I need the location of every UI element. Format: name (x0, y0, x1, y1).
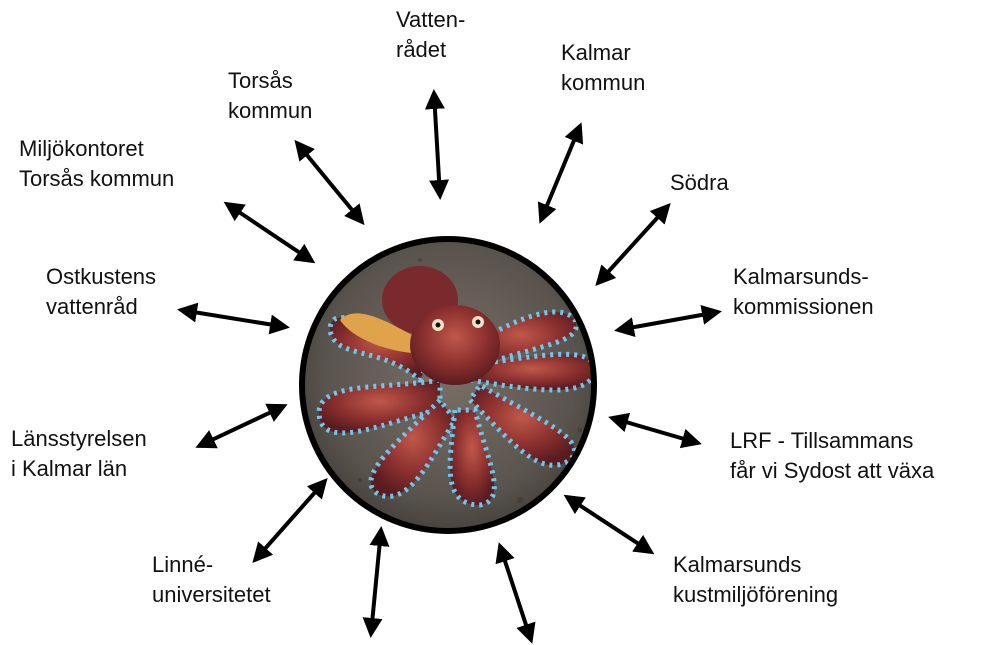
arrow-miljokontoret (227, 204, 312, 261)
node-sodra: Södra (670, 168, 729, 198)
arrow-kalmar-kommun (541, 126, 580, 220)
arrow-kustmiljoforening (567, 497, 651, 552)
arrow-torsas (297, 143, 362, 222)
arrow-bottom-left (371, 530, 381, 634)
arrow-vattenradet (434, 93, 440, 196)
node-linne: Linné-universitetet (152, 550, 271, 610)
arrow-kalmarsundskommissionen (618, 312, 718, 330)
node-kalmarsundskommissionen: Kalmarsunds-kommissionen (733, 262, 874, 322)
arrow-linne (255, 481, 325, 560)
arrow-bottom-right (500, 546, 531, 640)
node-vattenradet: Vatten-rådet (396, 5, 465, 65)
arrow-sodra (598, 206, 668, 283)
arrow-lrf (612, 418, 698, 443)
arrow-lansstyrelsen (199, 406, 284, 446)
arrow-ostkustens (181, 310, 286, 327)
